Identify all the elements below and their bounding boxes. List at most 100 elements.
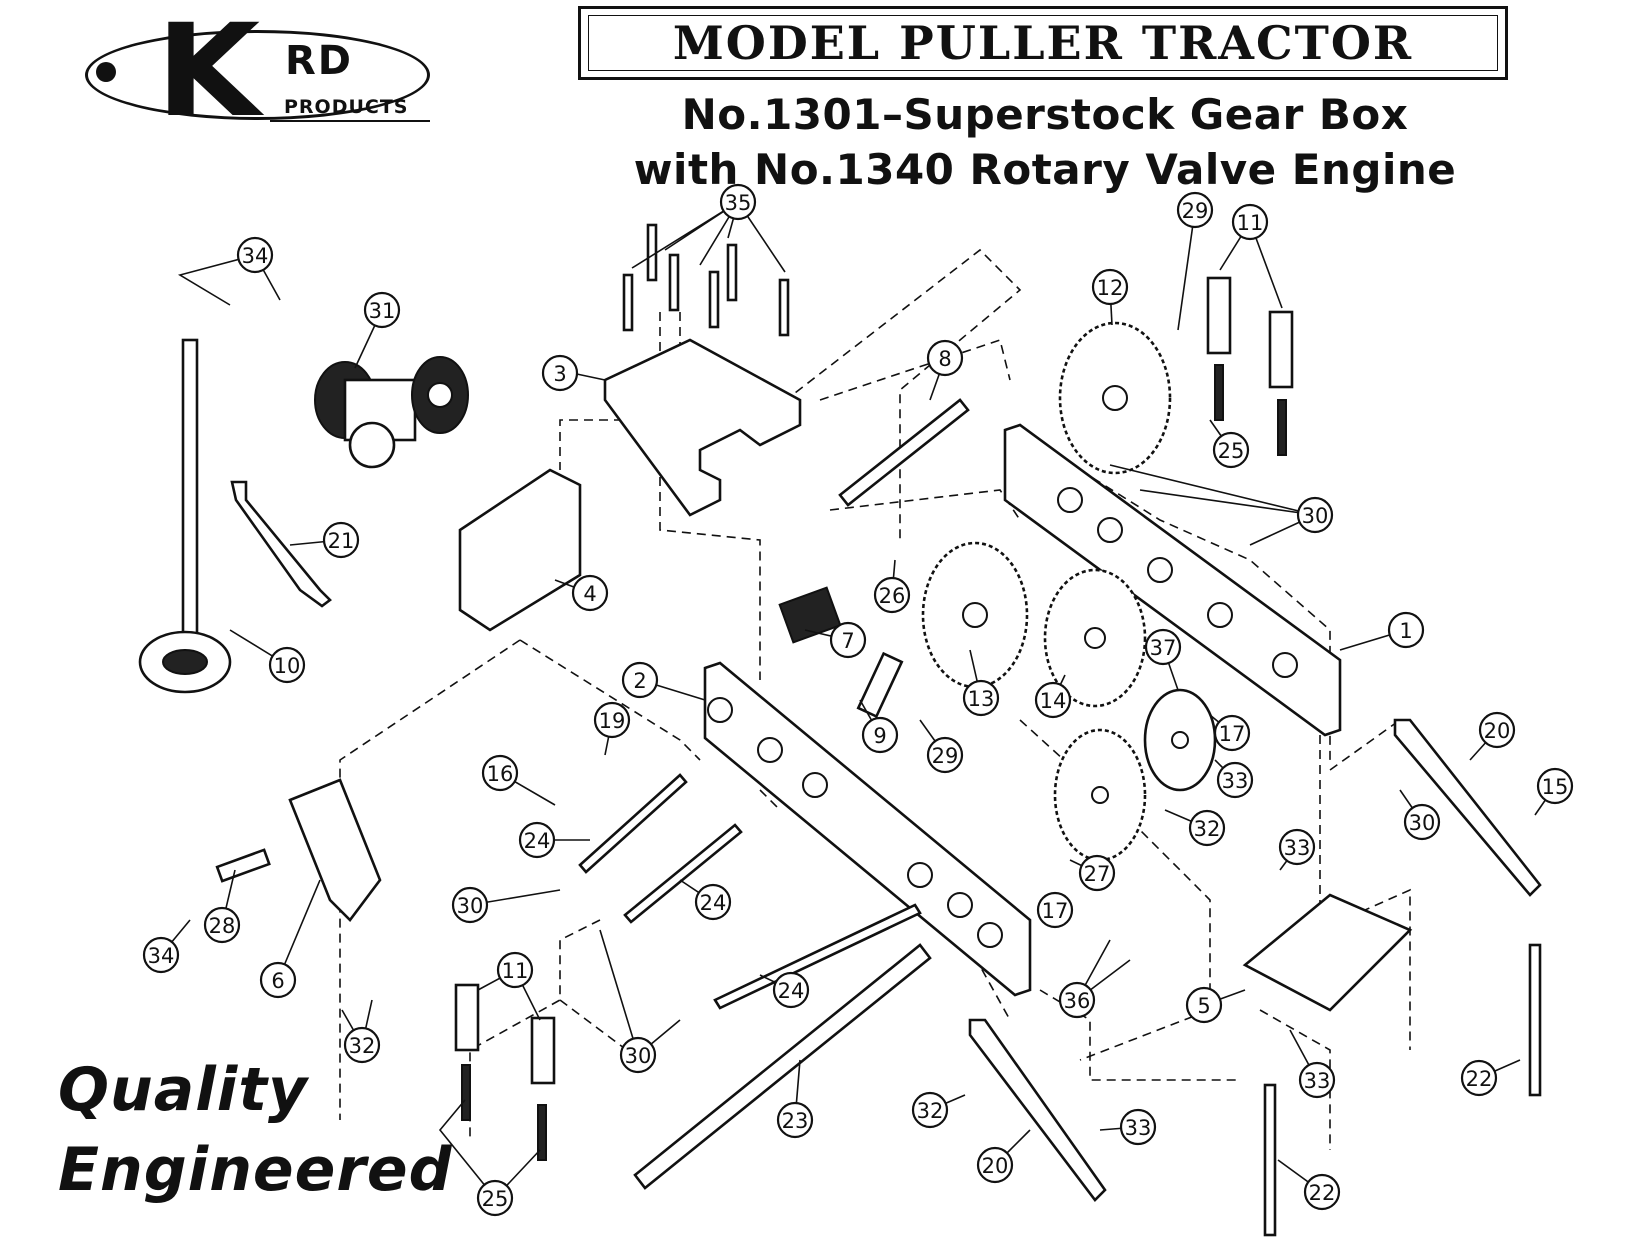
- callout-29: 29: [926, 736, 964, 774]
- callout-circle: [619, 1036, 657, 1074]
- callout-20: 20: [1478, 711, 1516, 749]
- part-7-pinion: [778, 586, 842, 644]
- part-22-bolt-right: [1528, 943, 1542, 1097]
- callout-30: 30: [451, 886, 489, 924]
- callout-label: 36: [1064, 989, 1091, 1013]
- callout-circle: [541, 354, 579, 392]
- logo-rd: RD: [285, 38, 354, 84]
- callout-label: 10: [274, 654, 301, 678]
- callout-30: 30: [619, 1036, 657, 1074]
- tagline-engineered: Engineered: [58, 1135, 453, 1205]
- callout-label: 8: [938, 347, 951, 371]
- callout-19: 19: [593, 701, 631, 739]
- callout-label: 22: [1466, 1067, 1493, 1091]
- callout-circle: [911, 1091, 949, 1129]
- callout-label: 24: [524, 829, 551, 853]
- callout-label: 27: [1084, 862, 1111, 886]
- tagline-quality: Quality: [58, 1055, 309, 1125]
- callout-24: 24: [694, 883, 732, 921]
- callout-6: 6: [259, 961, 297, 999]
- callout-circle: [259, 961, 297, 999]
- callout-22: 22: [1460, 1059, 1498, 1097]
- callout-label: 17: [1042, 899, 1069, 923]
- callout-circle: [451, 886, 489, 924]
- callout-27: 27: [1078, 854, 1116, 892]
- callout-label: 23: [782, 1109, 809, 1133]
- callout-circle: [1216, 761, 1254, 799]
- callout-circle: [496, 951, 534, 989]
- callout-circle: [1034, 681, 1072, 719]
- part-24-rod-c: [713, 903, 922, 1010]
- callout-label: 35: [725, 191, 752, 215]
- callout-circle: [1188, 809, 1226, 847]
- callout-label: 34: [242, 244, 269, 268]
- part-11-spacer-a: [1206, 276, 1232, 355]
- part-22-bolt-bottom: [1263, 1083, 1277, 1237]
- callout-8: 8: [926, 339, 964, 377]
- callout-circle: [1144, 628, 1182, 666]
- callout-5: 5: [1185, 986, 1223, 1024]
- callout-circle: [1176, 191, 1214, 229]
- part-6-piece: [288, 778, 382, 922]
- callout-12: 12: [1091, 268, 1129, 306]
- callout-label: 2: [633, 669, 646, 693]
- callout-label: 20: [1484, 719, 1511, 743]
- callout-2: 2: [621, 661, 659, 699]
- part-14-gear: [1043, 568, 1147, 708]
- logo-underline: [270, 120, 430, 122]
- callout-label: 11: [502, 959, 529, 983]
- part-3-plate: [603, 338, 802, 517]
- part-35-screws: [622, 223, 790, 337]
- callout-31: 31: [363, 291, 401, 329]
- callout-label: 22: [1309, 1181, 1336, 1205]
- callout-33: 33: [1119, 1108, 1157, 1146]
- callout-32: 32: [1188, 809, 1226, 847]
- callout-circle: [1091, 268, 1129, 306]
- part-20-strap-left: [968, 1018, 1107, 1202]
- callout-34: 34: [142, 936, 180, 974]
- callout-circle: [1387, 611, 1425, 649]
- callout-label: 6: [271, 969, 284, 993]
- title-inner-frame: MODEL PULLER TRACTOR: [588, 15, 1498, 71]
- callout-circle: [322, 521, 360, 559]
- callout-circle: [142, 936, 180, 974]
- callout-25: 25: [1212, 431, 1250, 469]
- callout-label: 32: [1194, 817, 1221, 841]
- callout-17: 17: [1036, 891, 1074, 929]
- callout-circle: [1278, 828, 1316, 866]
- part-5-plate: [1242, 893, 1413, 1012]
- callout-label: 7: [841, 629, 854, 653]
- callout-37: 37: [1144, 628, 1182, 666]
- callout-label: 21: [328, 529, 355, 553]
- callout-circle: [1185, 986, 1223, 1024]
- callout-33: 33: [1278, 828, 1316, 866]
- callout-23: 23: [776, 1101, 814, 1139]
- callout-3: 3: [541, 354, 579, 392]
- callout-label: 30: [1302, 504, 1329, 528]
- callout-33: 33: [1216, 761, 1254, 799]
- callout-30: 30: [1296, 496, 1334, 534]
- callout-label: 25: [1218, 439, 1245, 463]
- part-2-frame-rail: [703, 661, 1032, 997]
- part-21-bracket: [230, 480, 332, 608]
- logo-products: PRODUCTS: [284, 96, 409, 118]
- callout-21: 21: [322, 521, 360, 559]
- callout-circle: [962, 679, 1000, 717]
- callout-circle: [481, 754, 519, 792]
- subtitle-line2: with No.1340 Rotary Valve Engine: [633, 145, 1457, 194]
- callout-11: 11: [496, 951, 534, 989]
- callout-label: 14: [1040, 689, 1067, 713]
- callout-label: 28: [209, 914, 236, 938]
- callout-label: 33: [1222, 769, 1249, 793]
- logo-letter-k: K: [156, 0, 260, 146]
- callout-25: 25: [476, 1179, 514, 1217]
- callout-label: 33: [1304, 1069, 1331, 1093]
- part-24-rod-b: [623, 823, 743, 924]
- part-16-hub: [1143, 688, 1217, 792]
- callout-29: 29: [1176, 191, 1214, 229]
- part-11-spacer-b: [1268, 310, 1294, 389]
- callout-circle: [772, 971, 810, 1009]
- part-13-gear: [921, 541, 1029, 689]
- callout-14: 14: [1034, 681, 1072, 719]
- part-20-strap-right: [1393, 718, 1542, 897]
